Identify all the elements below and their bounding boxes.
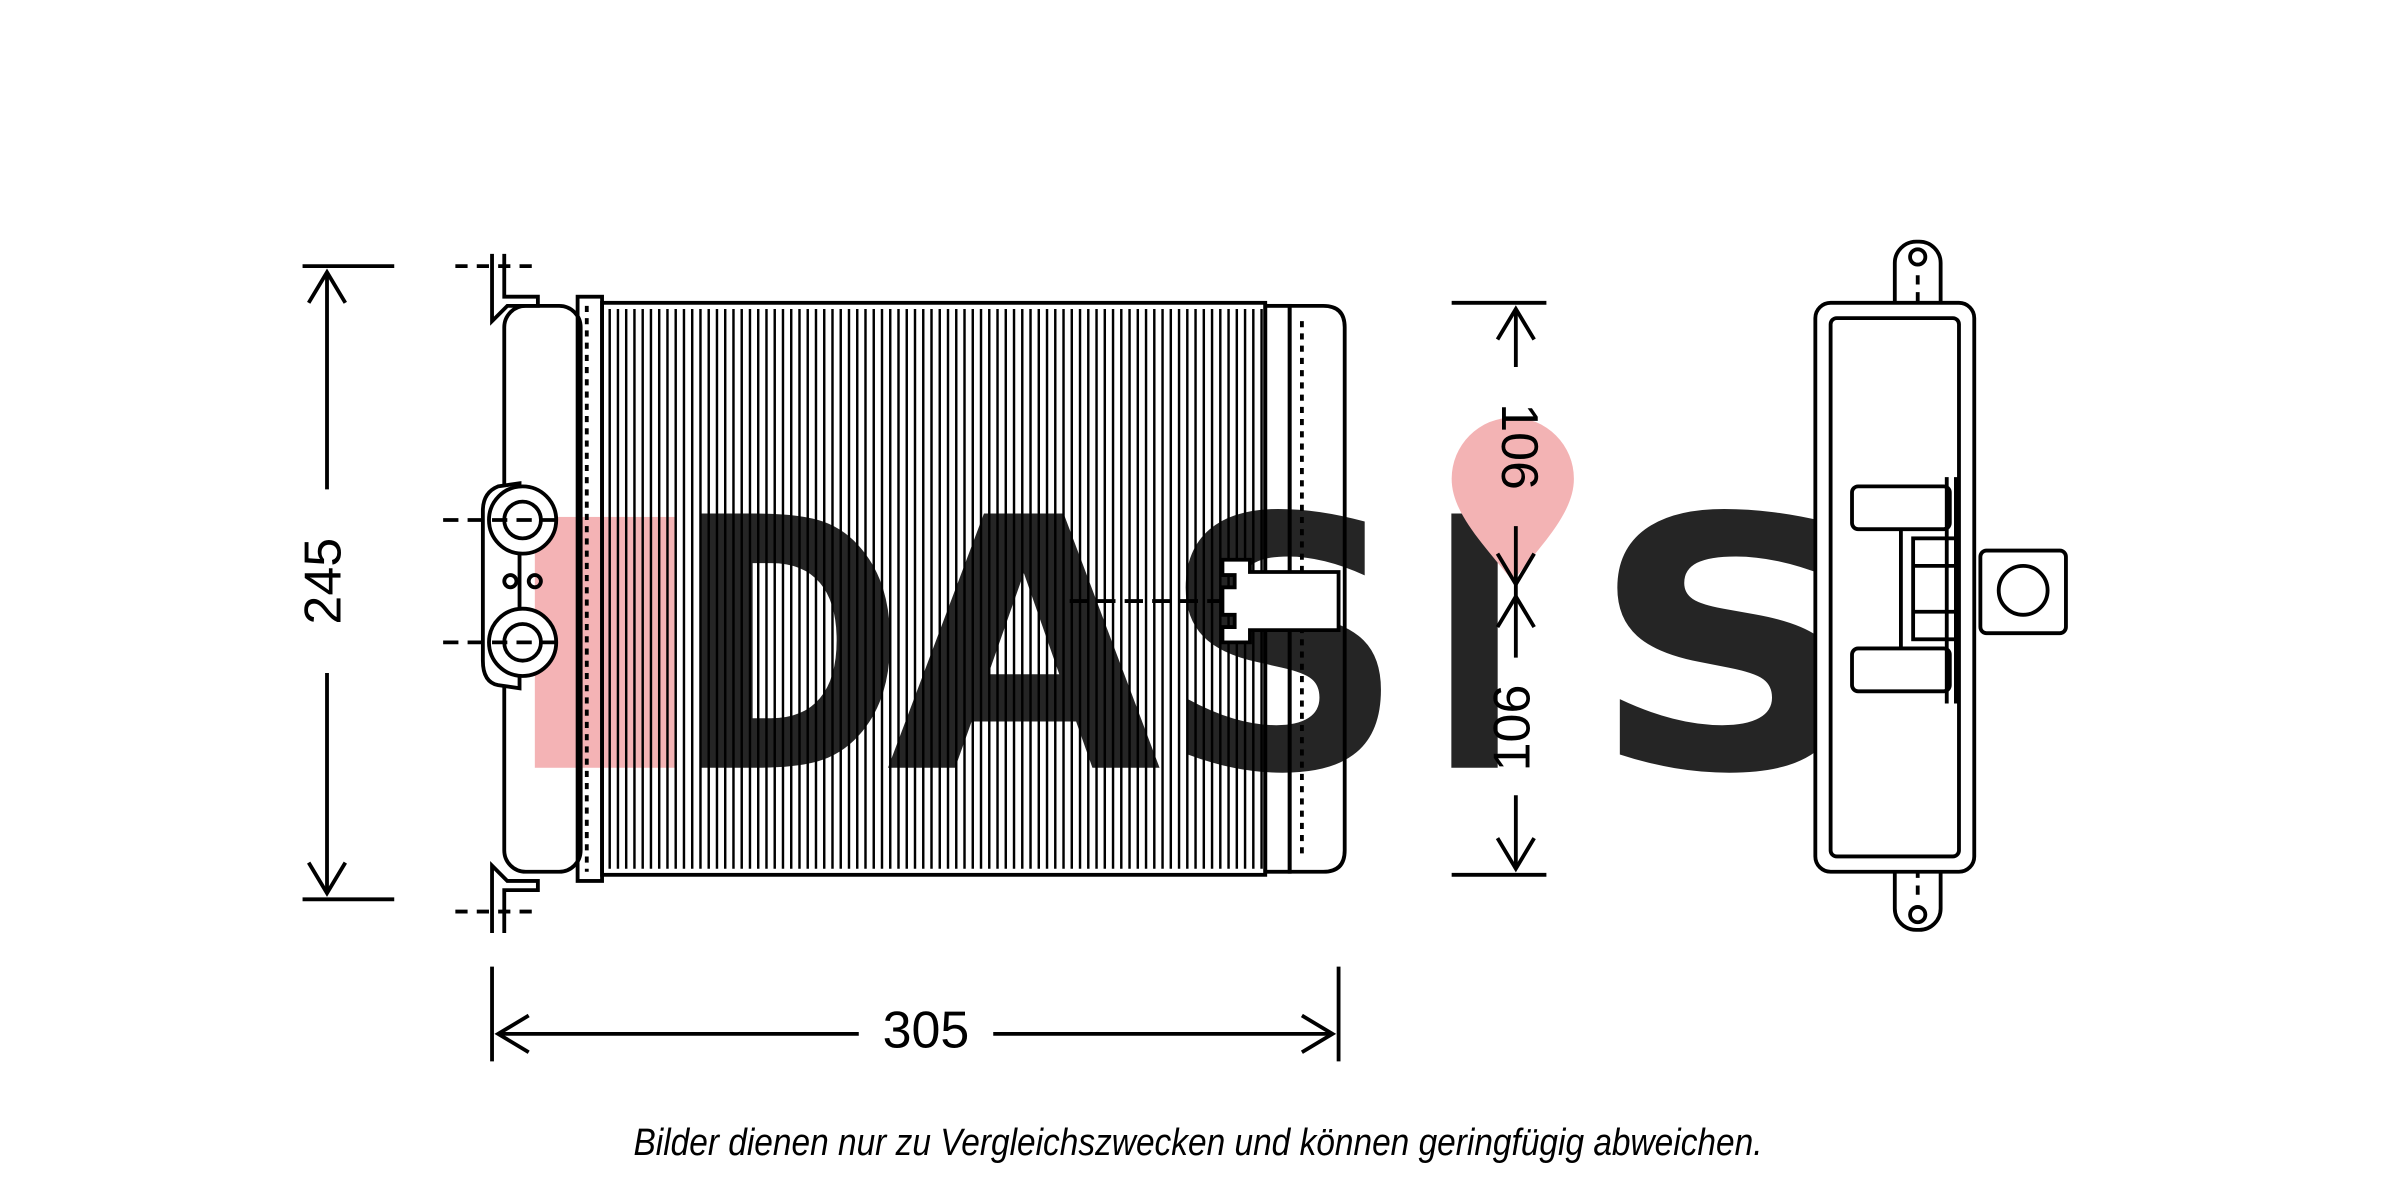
height-dimension-label: 245 [295, 538, 353, 625]
sensor-clip [1220, 557, 1341, 645]
depth-dimension-bottom-label: 106 [1484, 685, 1542, 772]
depth-dimension-top-label: 106 [1490, 403, 1548, 490]
side-sensor [1978, 548, 2068, 636]
height-dimension: 245 [295, 264, 395, 902]
side-upper-pipe [1850, 484, 1952, 532]
side-body [1813, 300, 1977, 874]
disclaimer-text: Bilder dienen nur zu Vergleichszwecken u… [633, 1122, 1763, 1164]
watermark-droplet [1451, 417, 1574, 582]
core-fins [608, 308, 1263, 869]
side-lower-pipe [1850, 646, 1952, 694]
side-view [1813, 239, 2068, 932]
width-dimension-label: 305 [883, 1002, 970, 1060]
depth-dimension: 106 106 [1451, 300, 1548, 877]
front-view [443, 253, 1347, 933]
right-tank [1287, 303, 1347, 874]
watermark-letter-s: S [1161, 445, 1405, 851]
width-dimension: 305 [490, 966, 1341, 1062]
